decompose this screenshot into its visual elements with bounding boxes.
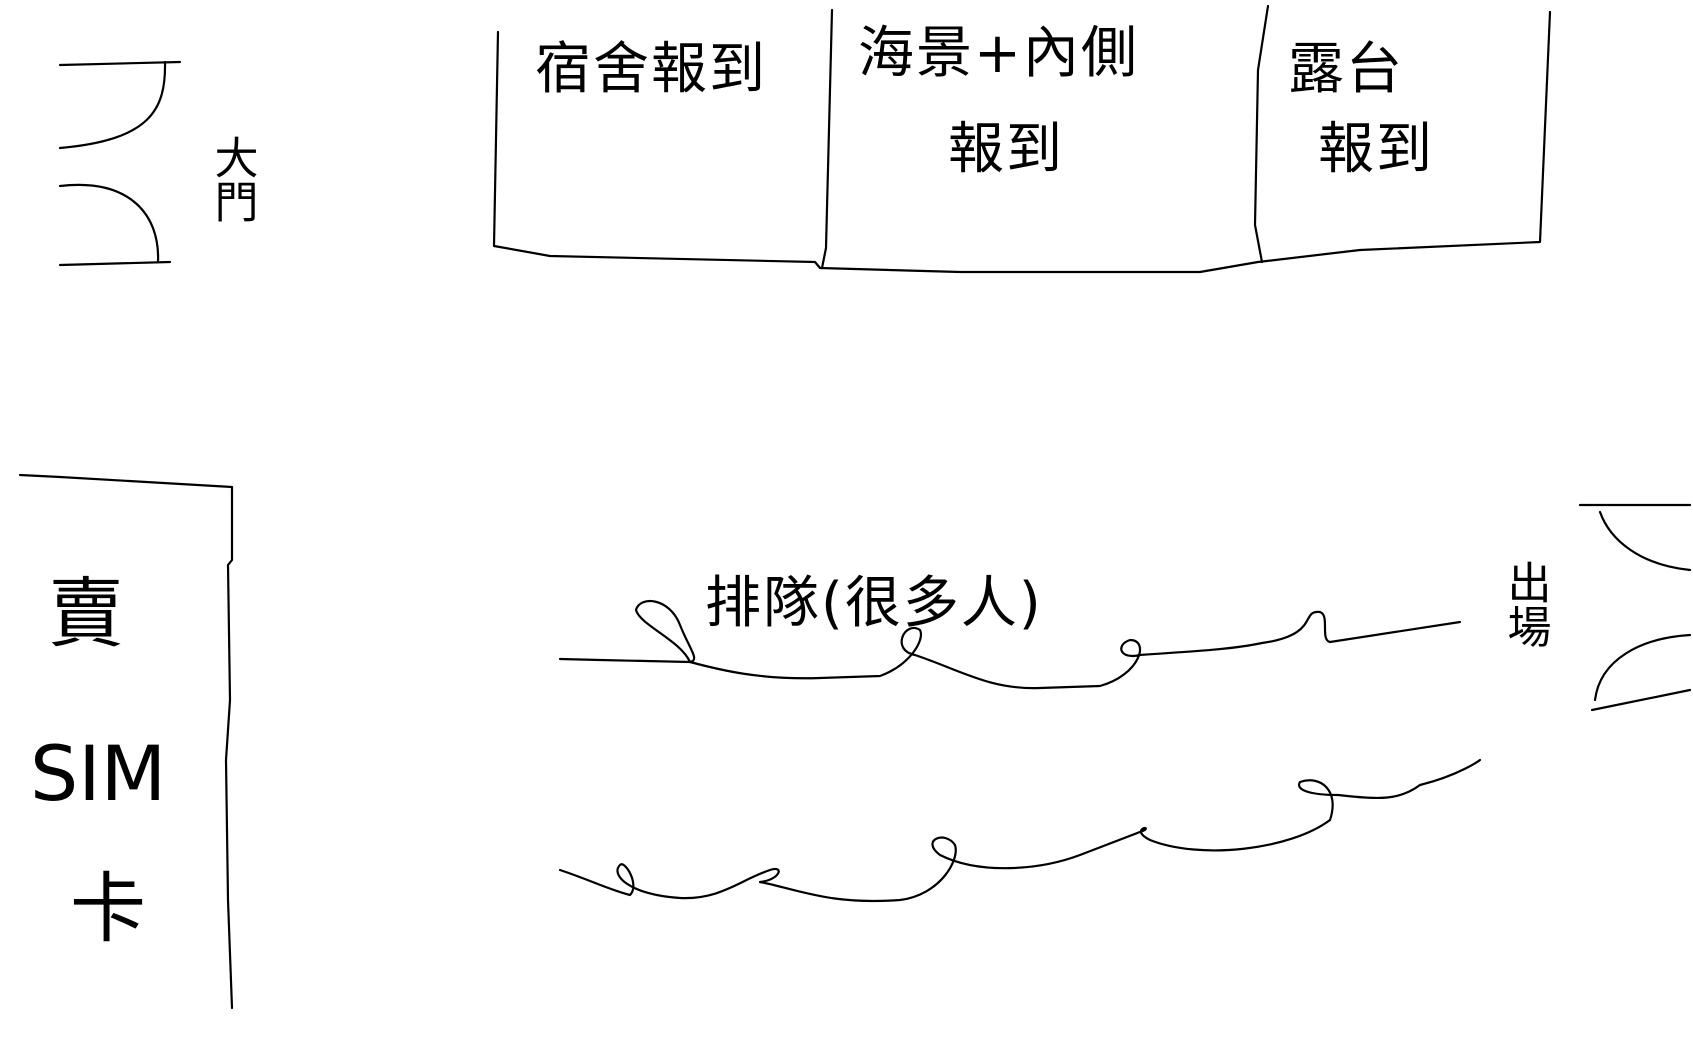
gate-lower-leaf <box>58 183 160 264</box>
counter-row <box>492 4 1552 274</box>
seaview-counter-label-line2: 報到 <box>948 117 1064 182</box>
exit-bottom-wall <box>1590 688 1692 712</box>
queue-line-lower <box>558 758 1482 903</box>
sim-seller-label-line1: 賣 <box>48 569 124 658</box>
seaview-counter-label-line1: 海景+內側 <box>858 21 1139 86</box>
main-gate-door <box>58 60 182 267</box>
sim-booth-outline <box>18 473 234 1010</box>
balcony-counter-label-line2: 報到 <box>1318 117 1434 182</box>
gate-upper-leaf <box>58 60 167 150</box>
counter-outline <box>492 10 1552 274</box>
exit-door <box>1578 503 1692 712</box>
main-gate-label: 大門 <box>207 135 258 223</box>
queue-line-upper <box>558 600 1462 690</box>
gate-bottom-wall <box>58 260 172 267</box>
balcony-counter-label-line1: 露台 <box>1288 37 1404 102</box>
sim-seller-label-line2: SIM <box>30 729 166 818</box>
counter-divider-1 <box>820 8 834 270</box>
exit-upper-leaf <box>1598 510 1692 572</box>
exit-label: 出場 <box>1500 560 1551 648</box>
dorm-counter-label: 宿舍報到 <box>535 37 767 102</box>
sim-seller-label-line3: 卡 <box>70 864 146 953</box>
exit-lower-leaf <box>1593 633 1692 702</box>
sim-seller-booth <box>18 473 234 1010</box>
gate-top-wall <box>58 60 182 67</box>
queue-label: 排隊(很多人) <box>705 571 1043 636</box>
counter-divider-2 <box>1253 4 1270 264</box>
